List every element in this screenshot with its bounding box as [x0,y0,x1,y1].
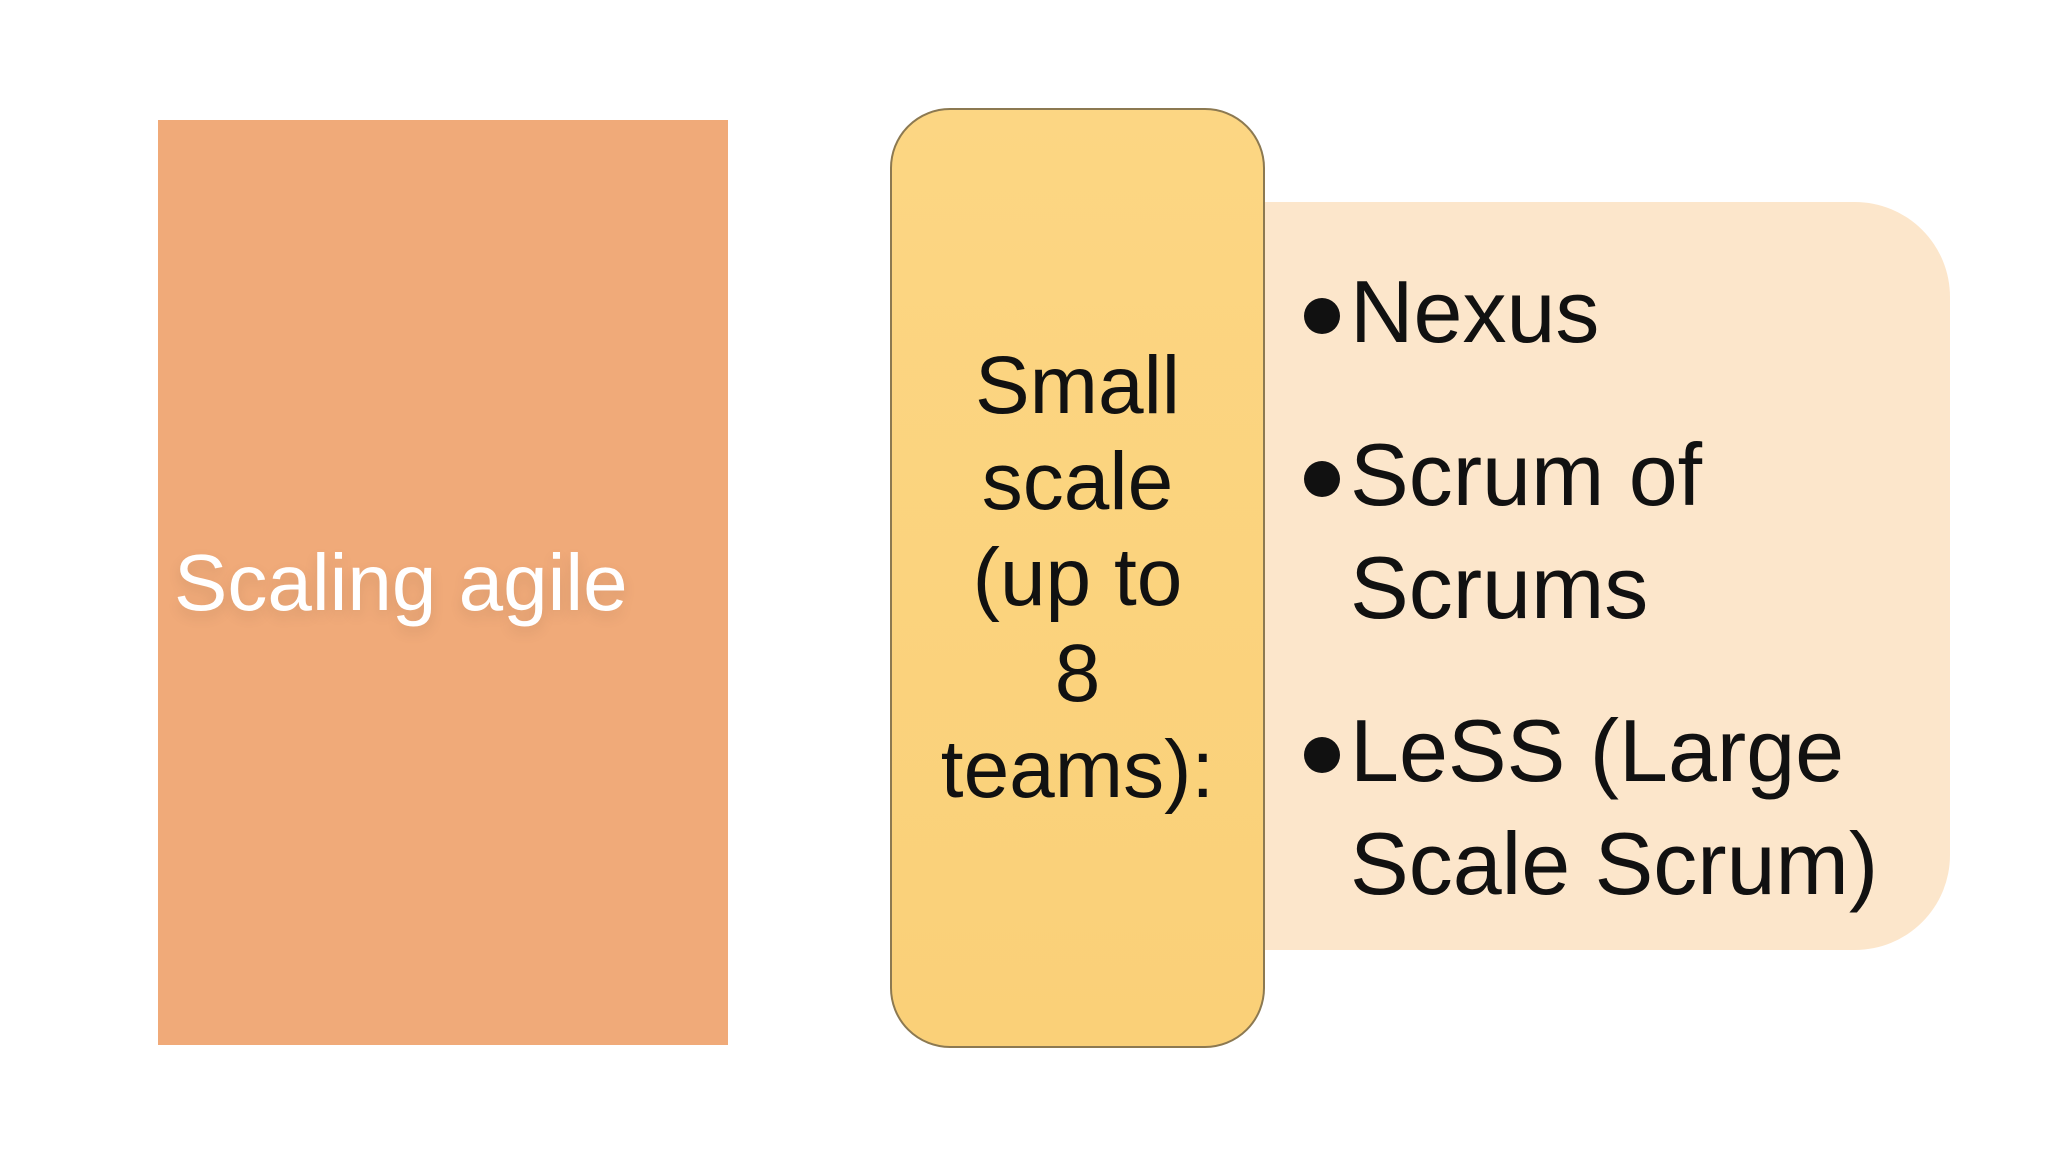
slide-title: Scaling agile [174,537,628,627]
frameworks-node: Nexus Scrum of Scrums LeSS (Large Scale … [1150,202,1950,950]
bullet-icon [1304,461,1340,497]
bullet-icon [1304,298,1340,334]
list-item: Scrum of Scrums [1304,418,1944,644]
framework-nexus-label: Nexus [1350,262,1600,361]
small-scale-node: Small scale (up to 8 teams): [890,108,1265,1048]
small-scale-label: Small scale (up to 8 teams): [940,340,1215,815]
bullet-icon [1304,737,1340,773]
framework-scrum-of-scrums-label: Scrum of Scrums [1350,425,1703,637]
list-item: LeSS (Large Scale Scrum) [1304,694,1944,920]
title-panel: Scaling agile [158,120,728,1045]
framework-less-label: LeSS (Large Scale Scrum) [1350,701,1879,913]
frameworks-bullet-list: Nexus Scrum of Scrums LeSS (Large Scale … [1304,255,1944,920]
list-item: Nexus [1304,255,1944,368]
